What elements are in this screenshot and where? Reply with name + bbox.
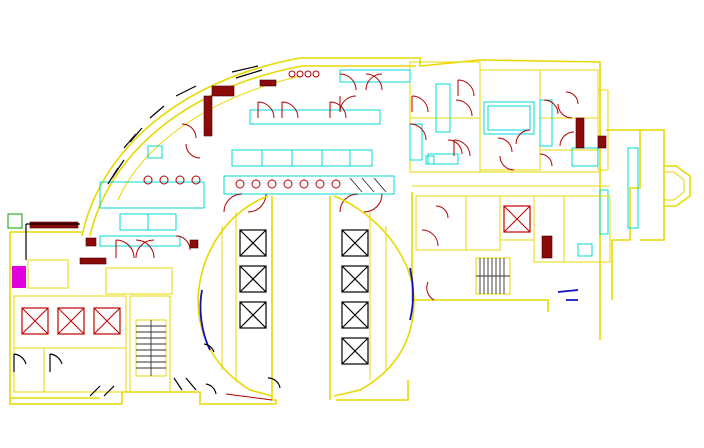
right-wing: [415, 195, 611, 301]
elevator-shafts-right: [341, 229, 369, 365]
elevator-shaft: [57, 307, 85, 335]
door-swings: [115, 73, 579, 259]
stairwell-right: [475, 257, 511, 295]
elevator-shafts-left: [239, 229, 267, 329]
facade-windows: [107, 65, 263, 185]
left-wing: [7, 213, 173, 393]
elevator-shaft: [341, 337, 369, 365]
stairwell-left: [135, 319, 167, 377]
green-marker: [7, 213, 23, 229]
lobby-elevators: [21, 205, 531, 335]
elevator-shaft: [341, 229, 369, 257]
elevator-shaft: [21, 307, 49, 335]
octagon-bay: [664, 165, 691, 207]
elevator-core: [197, 195, 415, 404]
elevator-shaft: [239, 301, 267, 329]
outer-walls: [9, 57, 665, 405]
elevator-shaft: [239, 229, 267, 257]
red-fixtures: [29, 79, 607, 265]
elevator-shaft: [341, 301, 369, 329]
elevator-shaft: [503, 205, 531, 233]
burner-row: [143, 70, 387, 193]
elevator-shaft: [239, 265, 267, 293]
elevator-shaft: [93, 307, 121, 335]
kitchen-equipment: [99, 69, 639, 257]
lower-doors: [13, 343, 281, 397]
elevator-shaft: [341, 265, 369, 293]
highlight-zone: [12, 266, 26, 288]
